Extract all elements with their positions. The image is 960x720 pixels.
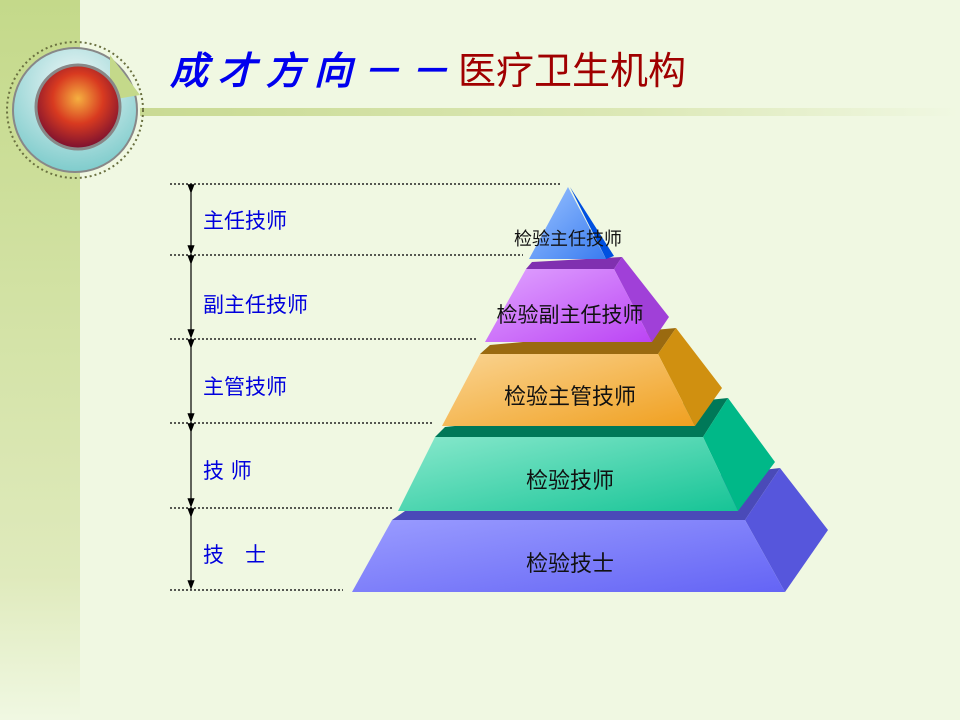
level-label: 技 师 <box>203 459 252 483</box>
level-label: 主管技师 <box>203 375 287 399</box>
pyramid-label: 检验主管技师 <box>504 385 636 410</box>
pyramid-layer-3: 检验主管技师 <box>442 328 722 426</box>
page-title: 成才方向－－医疗卫生机构 <box>170 40 686 95</box>
pyramid-layer-2: 检验副主任技师 <box>485 257 669 342</box>
title-part2: 医疗卫生机构 <box>458 49 687 93</box>
level-guides <box>170 183 562 591</box>
pyramid-layer-1: 检验主任技师 <box>514 187 622 259</box>
level-label: 主任技师 <box>203 209 287 233</box>
pyramid-label: 检验副主任技师 <box>497 303 644 327</box>
level-label: 副主任技师 <box>203 293 308 317</box>
pyramid-label: 检验主任技师 <box>514 229 622 250</box>
title-underline-bar <box>140 108 960 116</box>
logo-pills-icon <box>6 41 144 179</box>
title-part1: 成才方向－－ <box>170 48 459 93</box>
pyramid-label: 检验技师 <box>526 469 614 494</box>
pyramid-label: 检验技士 <box>526 552 614 577</box>
level-label: 技 士 <box>203 543 266 567</box>
